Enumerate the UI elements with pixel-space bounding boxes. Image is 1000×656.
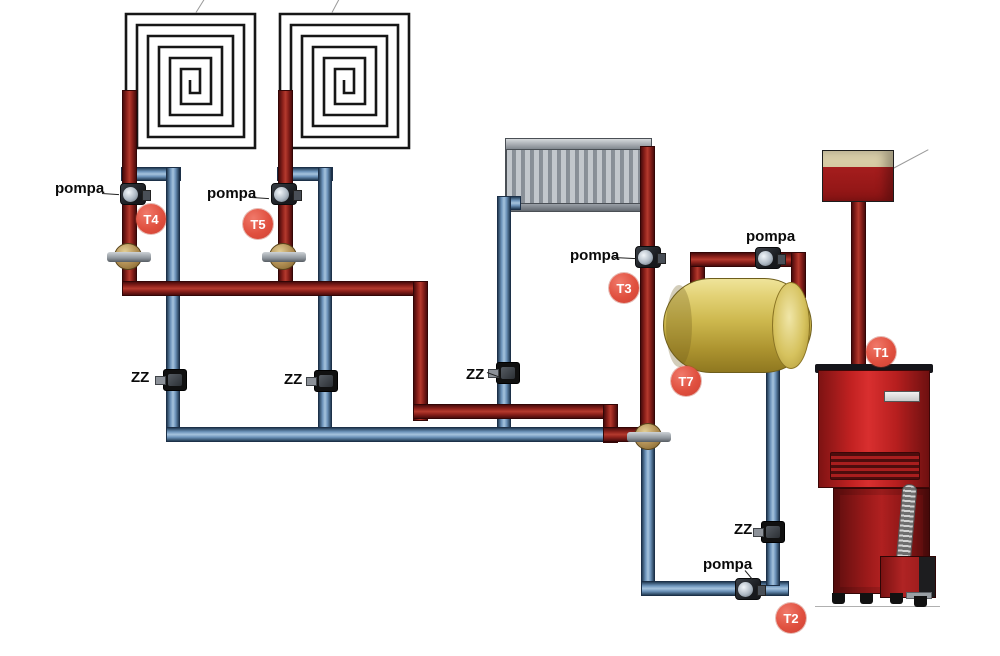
pump-floor-circuit-2 bbox=[271, 183, 302, 205]
pump-label-charging: pompa bbox=[746, 228, 796, 245]
return-coil-2-drop bbox=[318, 167, 332, 442]
supply-main-lower bbox=[413, 404, 618, 419]
boiler-display bbox=[884, 391, 920, 402]
pump-label-radiator: pompa bbox=[570, 247, 620, 264]
sensor-badge-t5: T5 bbox=[243, 209, 273, 239]
leader-line bbox=[892, 149, 929, 169]
boiler-foot bbox=[832, 593, 845, 604]
boiler-foot bbox=[890, 593, 903, 604]
leader-line bbox=[101, 193, 119, 196]
return-main bbox=[166, 427, 658, 442]
sensor-badge-t4: T4 bbox=[136, 204, 166, 234]
buffer-tank bbox=[663, 278, 812, 373]
supply-charging-line bbox=[690, 252, 806, 267]
boiler-top-lid bbox=[815, 364, 933, 373]
mixing-valve-circuit-1 bbox=[107, 243, 151, 270]
shutoff-valve-3 bbox=[488, 362, 520, 384]
supply-main-upper bbox=[122, 281, 428, 296]
boiler-foot bbox=[914, 596, 927, 607]
supply-boiler-riser bbox=[851, 198, 866, 374]
shutoff-valve-4 bbox=[753, 521, 785, 543]
shutoff-valve-2 bbox=[306, 370, 338, 392]
expansion-vessel bbox=[822, 150, 894, 202]
return-tank-drop bbox=[766, 370, 780, 586]
floor-line bbox=[815, 606, 940, 607]
radiator bbox=[505, 138, 652, 212]
sensor-badge-t3: T3 bbox=[609, 273, 639, 303]
valve-label-3: ZZ bbox=[466, 366, 485, 383]
pellet-burner bbox=[880, 556, 936, 598]
underfloor-coil-2 bbox=[278, 12, 411, 158]
pump-label-return: pompa bbox=[703, 556, 753, 573]
pump-label-circuit-2: pompa bbox=[207, 185, 257, 202]
pump-label-circuit-1: pompa bbox=[55, 180, 105, 197]
sensor-badge-t2: T2 bbox=[776, 603, 806, 633]
sensor-badge-t1: T1 bbox=[866, 337, 896, 367]
sensor-badge-t7: T7 bbox=[671, 366, 701, 396]
pump-return-line bbox=[735, 578, 766, 600]
mixing-valve-main bbox=[627, 423, 671, 450]
boiler-foot bbox=[860, 593, 873, 604]
return-coil-1-drop bbox=[166, 167, 180, 442]
valve-label-4: ZZ bbox=[734, 521, 753, 538]
pump-floor-circuit-1 bbox=[120, 183, 151, 205]
return-boiler-drop bbox=[641, 440, 655, 590]
supply-radiator-riser bbox=[640, 146, 655, 441]
valve-label-1: ZZ bbox=[131, 369, 150, 386]
underfloor-coil-1 bbox=[124, 12, 257, 158]
pump-radiator-circuit bbox=[635, 246, 666, 268]
pump-boiler-charging bbox=[755, 247, 786, 269]
valve-label-2: ZZ bbox=[284, 371, 303, 388]
boiler-vent-grill bbox=[830, 452, 920, 480]
shutoff-valve-1 bbox=[155, 369, 187, 391]
supply-main-drop bbox=[413, 281, 428, 421]
mixing-valve-circuit-2 bbox=[262, 243, 306, 270]
